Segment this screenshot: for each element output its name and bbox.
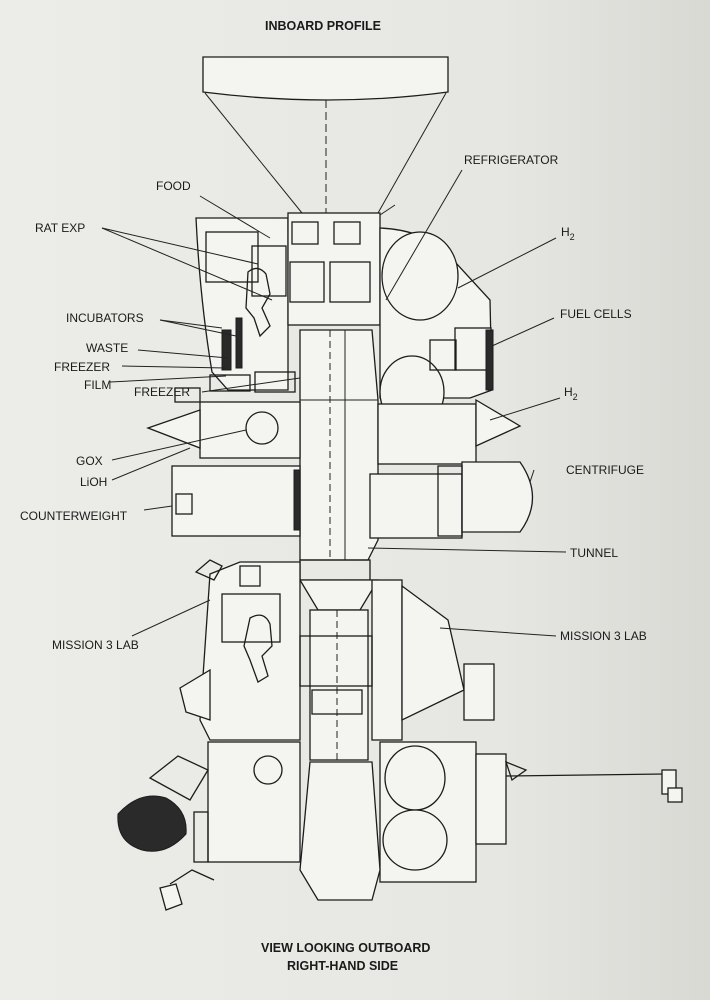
label-mission-3-lab-left: MISSION 3 LAB <box>52 638 139 652</box>
right-mid-module <box>369 398 533 539</box>
label-waste: WASTE <box>86 341 128 355</box>
label-h2-mid: H2 <box>564 385 578 402</box>
label-gox: GOX <box>76 454 103 468</box>
diagram-title: INBOARD PROFILE <box>265 19 381 33</box>
label-fuel-cells: FUEL CELLS <box>560 307 632 321</box>
label-mission-3-lab-right: MISSION 3 LAB <box>560 629 647 643</box>
label-refrigerator: REFRIGERATOR <box>464 153 559 167</box>
label-food: FOOD <box>156 179 191 193</box>
lower-module <box>117 741 683 911</box>
caption-line-2: RIGHT-HAND SIDE <box>287 959 398 973</box>
leader-lines <box>101 169 567 637</box>
top-antenna-dish <box>202 56 449 214</box>
label-centrifuge: CENTRIFUGE <box>566 463 644 477</box>
label-freezer-2: FREEZER <box>134 385 190 399</box>
label-freezer-1: FREEZER <box>54 360 110 374</box>
upper-module <box>195 204 396 393</box>
mission-3-lab-module <box>179 559 495 741</box>
label-tunnel: TUNNEL <box>570 546 618 560</box>
right-upper-tanks <box>379 227 494 429</box>
label-h2-top: H2 <box>561 225 575 242</box>
label-lioh: LiOH <box>80 475 107 489</box>
label-film: FILM <box>84 378 111 392</box>
label-counterweight: COUNTERWEIGHT <box>20 509 128 523</box>
central-tunnel <box>298 329 380 761</box>
left-mid-module <box>146 387 301 537</box>
label-rat-exp: RAT EXP <box>35 221 85 235</box>
caption-line-1: VIEW LOOKING OUTBOARD <box>261 941 430 955</box>
label-incubators: INCUBATORS <box>66 311 144 325</box>
